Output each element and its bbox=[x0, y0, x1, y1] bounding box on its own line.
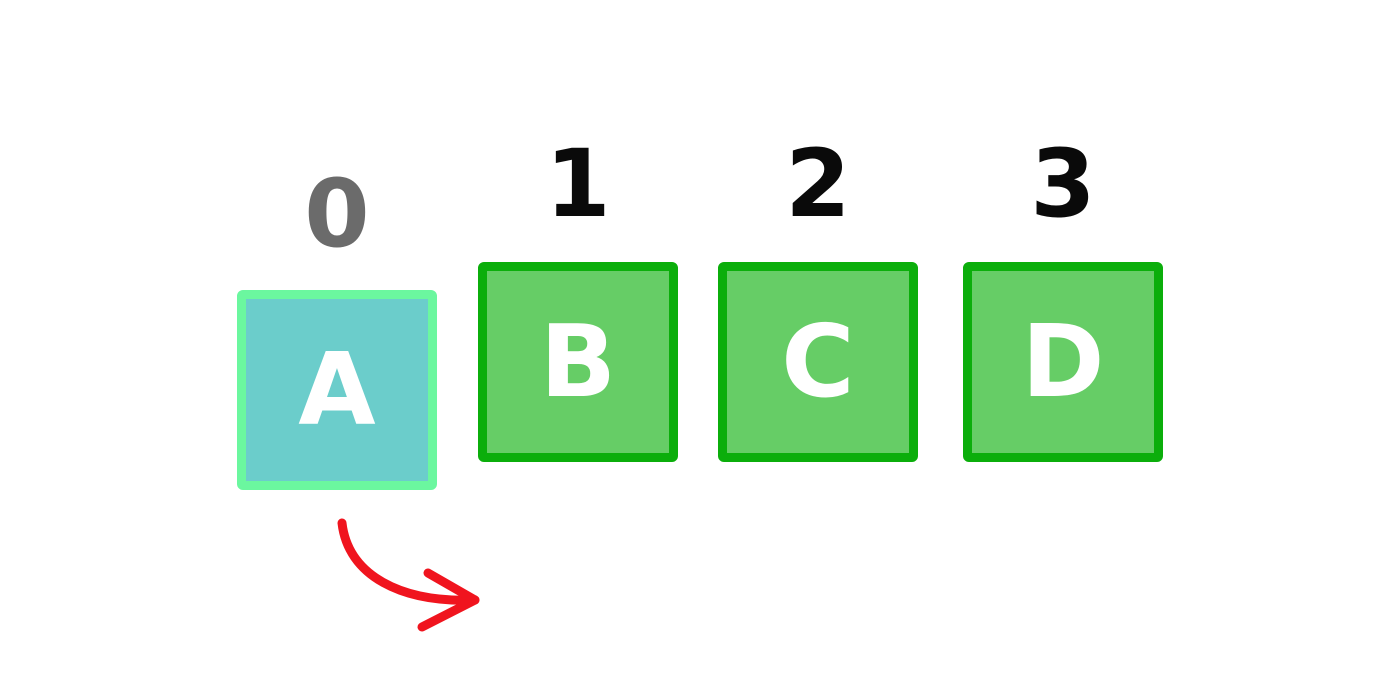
element-box-b: B bbox=[478, 262, 678, 462]
element-letter-c: C bbox=[781, 303, 855, 420]
element-box-a: A bbox=[237, 290, 437, 490]
index-label-3: 3 bbox=[1030, 130, 1096, 239]
element-box-c: C bbox=[718, 262, 918, 462]
element-letter-d: D bbox=[1021, 303, 1105, 420]
index-label-1: 1 bbox=[545, 130, 611, 239]
index-label-2: 2 bbox=[785, 130, 851, 239]
element-letter-b: B bbox=[539, 303, 617, 420]
element-box-d: D bbox=[963, 262, 1163, 462]
index-label-0: 0 bbox=[304, 160, 370, 269]
curved-arrow-icon bbox=[337, 518, 480, 632]
element-letter-a: A bbox=[298, 331, 376, 448]
